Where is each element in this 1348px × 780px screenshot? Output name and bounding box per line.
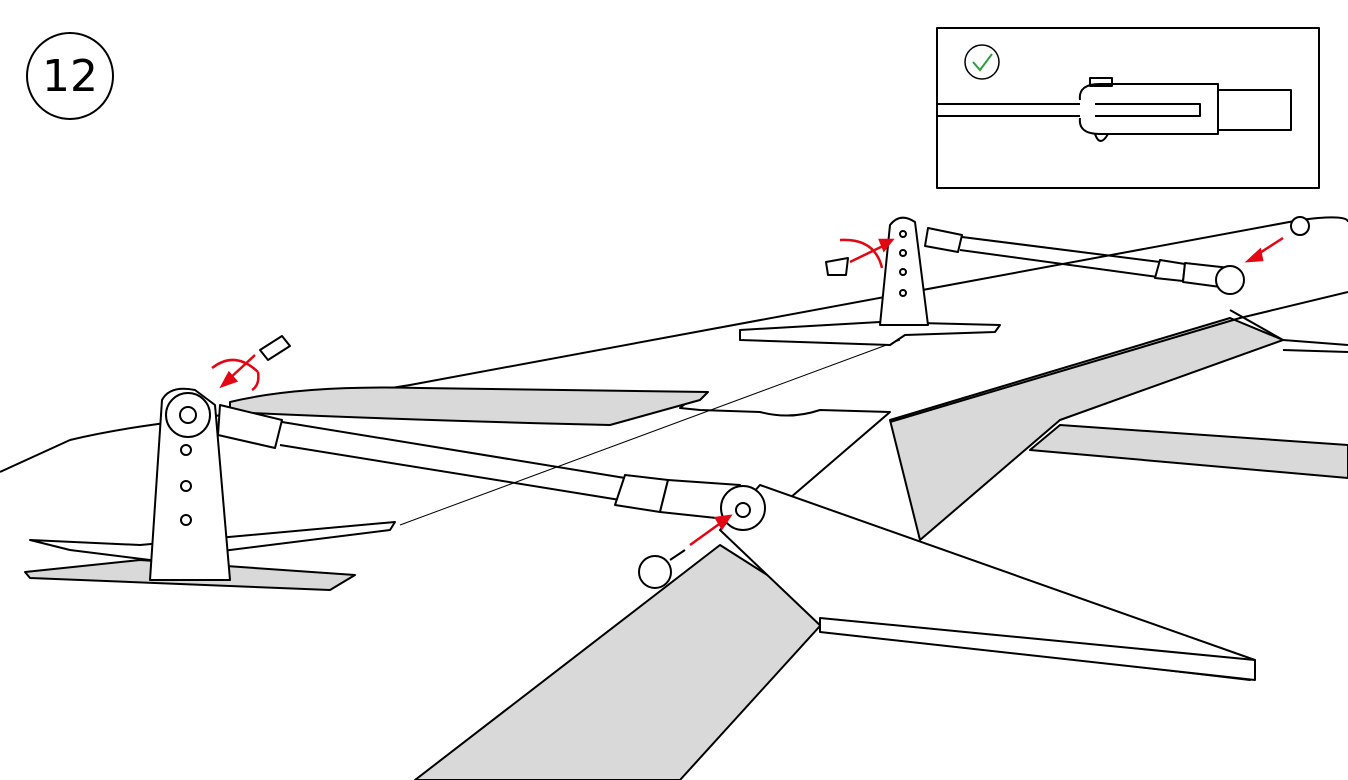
servo-arm-right: [879, 216, 929, 326]
fin-spar: [819, 617, 1256, 681]
fin-shadow: [889, 317, 1284, 541]
bolt-head: [638, 555, 672, 589]
fuselage-top: [229, 391, 891, 499]
stab-trailing: [1282, 339, 1348, 353]
servo-plate-right: [739, 321, 1001, 346]
pushrod-right: [959, 236, 1161, 278]
stab-edge: [889, 291, 1348, 423]
pushrod-threaded: [279, 421, 626, 501]
step-number: 12: [42, 50, 98, 102]
aileron-hatch: [229, 386, 709, 426]
screw-left: [259, 335, 291, 361]
hinge-line: [399, 339, 901, 526]
clevis-detail: [1078, 83, 1219, 135]
checkmark-icon: [972, 53, 993, 72]
screw-right: [825, 257, 849, 276]
check-circle-icon: [964, 44, 1000, 80]
step-number-circle: [26, 32, 114, 120]
elevator: [1029, 424, 1348, 479]
rod-sleeve: [217, 404, 283, 449]
rudder-shadow: [414, 544, 831, 780]
nut: [1290, 216, 1310, 236]
horn-edge: [1229, 309, 1284, 341]
detail-inset: [936, 27, 1320, 189]
